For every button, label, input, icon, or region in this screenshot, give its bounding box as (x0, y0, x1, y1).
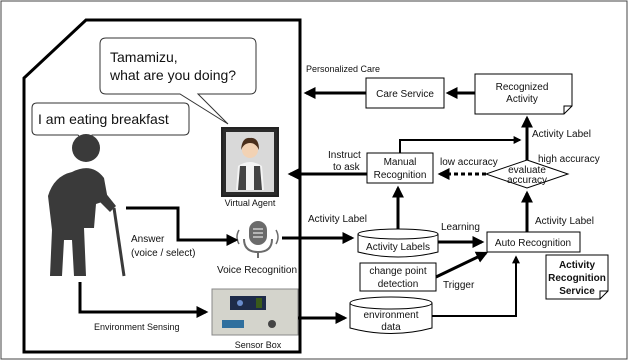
activity-labels-database (357, 228, 439, 258)
answer-label-line2: (voice / select) (131, 248, 195, 259)
manual-recognition-box (366, 152, 434, 184)
low-accuracy-label: low accuracy (440, 157, 498, 168)
evaluate-accuracy-line2: accuracy (507, 175, 547, 186)
arrow-env-to-auto (432, 255, 520, 317)
person-bubble-text: I am eating breakfast (38, 111, 169, 127)
agent-bubble-line2: what are you doing? (109, 67, 236, 83)
auto-recognition-label: Auto Recognition (495, 238, 571, 249)
flow-arrows (78, 87, 533, 324)
person-speech-bubble: I am eating breakfast (31, 102, 190, 150)
elderly-person-icon (48, 134, 126, 277)
high-accuracy-label: high accuracy (538, 154, 600, 165)
agent-speech-bubble: Tamamizu, what are you doing? (99, 37, 257, 125)
care-service-label: Care Service (376, 89, 434, 100)
change-point-line1: change point (369, 266, 426, 277)
arrow-manual-to-recognized (399, 136, 522, 153)
recognized-activity-doc (474, 73, 573, 115)
auto-recognition-box (486, 231, 581, 253)
activity-label-right: Activity Label (535, 216, 594, 227)
care-service-box (365, 77, 445, 109)
manual-recognition-line1: Manual (384, 157, 417, 168)
activity-labels-db-label: Activity Labels (366, 242, 430, 253)
manual-recognition-line2: Recognition (374, 170, 427, 181)
agent-bubble-line1: Tamamizu, (110, 49, 178, 65)
voice-recognition-label: Voice Recognition (217, 265, 297, 276)
activity-label-top: Activity Label (532, 129, 591, 140)
recognized-activity-line1: Recognized (496, 82, 549, 93)
microphone-icon (236, 221, 279, 258)
service-line2: Recognition (548, 273, 606, 284)
environment-data-line2: data (381, 322, 401, 333)
instruct-label-line1: Instruct (328, 150, 361, 161)
instruct-label-line2: to ask (333, 162, 361, 173)
virtual-agent-panel (221, 127, 279, 197)
virtual-agent-label: Virtual Agent (225, 198, 276, 208)
environment-sensing-label: Environment Sensing (94, 322, 180, 332)
arrow-person-to-sensor (78, 282, 209, 318)
answer-label-line1: Answer (131, 234, 165, 245)
activity-label-left: Activity Label (308, 214, 367, 225)
environment-data-line1: environment (363, 310, 418, 321)
arrow-person-to-mic (126, 206, 239, 246)
activity-recognition-service-doc (545, 254, 609, 300)
personalized-care-label: Personalized Care (306, 64, 380, 74)
learning-label: Learning (441, 222, 480, 233)
change-point-line2: detection (378, 279, 419, 290)
trigger-label: Trigger (443, 280, 475, 291)
evaluate-accuracy-diamond (484, 159, 570, 189)
sensor-box-device (211, 288, 299, 336)
environment-data-database (349, 296, 433, 334)
service-line3: Service (559, 286, 595, 297)
service-line1: Activity (559, 260, 596, 271)
evaluate-accuracy-line1: evaluate (508, 165, 546, 176)
sensor-box-label: Sensor Box (235, 340, 282, 350)
recognized-activity-line2: Activity (506, 94, 538, 105)
arrow-change-to-auto (435, 251, 489, 279)
